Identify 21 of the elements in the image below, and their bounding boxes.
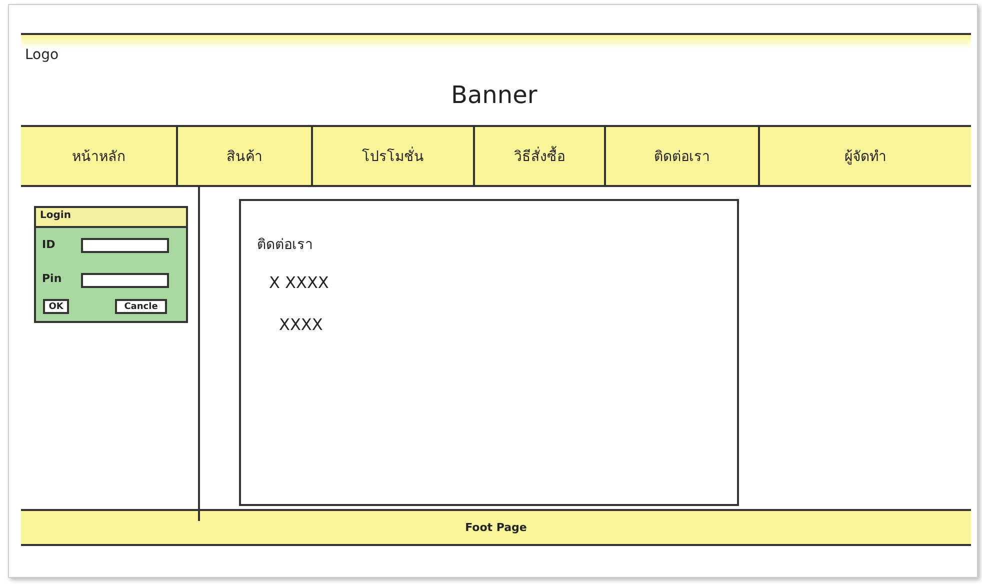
text-line: X XXXX	[269, 273, 329, 292]
field-label: ID	[42, 238, 56, 251]
input-field	[81, 238, 169, 253]
nav-tab: ติดต่อเรา	[604, 125, 758, 187]
nav-tab: โปรโมชั่น	[311, 125, 473, 187]
field-label: Pin	[42, 272, 62, 285]
form-button: Cancle	[115, 299, 167, 314]
login-panel	[34, 206, 188, 323]
banner-title: Banner	[451, 81, 538, 109]
content-heading: ติดต่อเรา	[257, 236, 313, 255]
nav-tab: สินค้า	[176, 125, 311, 187]
input-field	[81, 273, 169, 288]
content-box	[239, 199, 739, 506]
form-button: OK	[43, 299, 69, 314]
nav-tab: หน้าหลัก	[21, 125, 176, 187]
nav-tab: ผู้จัดทำ	[758, 125, 971, 187]
text-line: XXXX	[279, 315, 323, 334]
nav-tab: วิธีสั่งซื้อ	[473, 125, 604, 187]
footer-band: Foot Page	[21, 509, 971, 546]
panel-title: Login	[40, 210, 71, 221]
header-note: Logo	[25, 47, 59, 63]
